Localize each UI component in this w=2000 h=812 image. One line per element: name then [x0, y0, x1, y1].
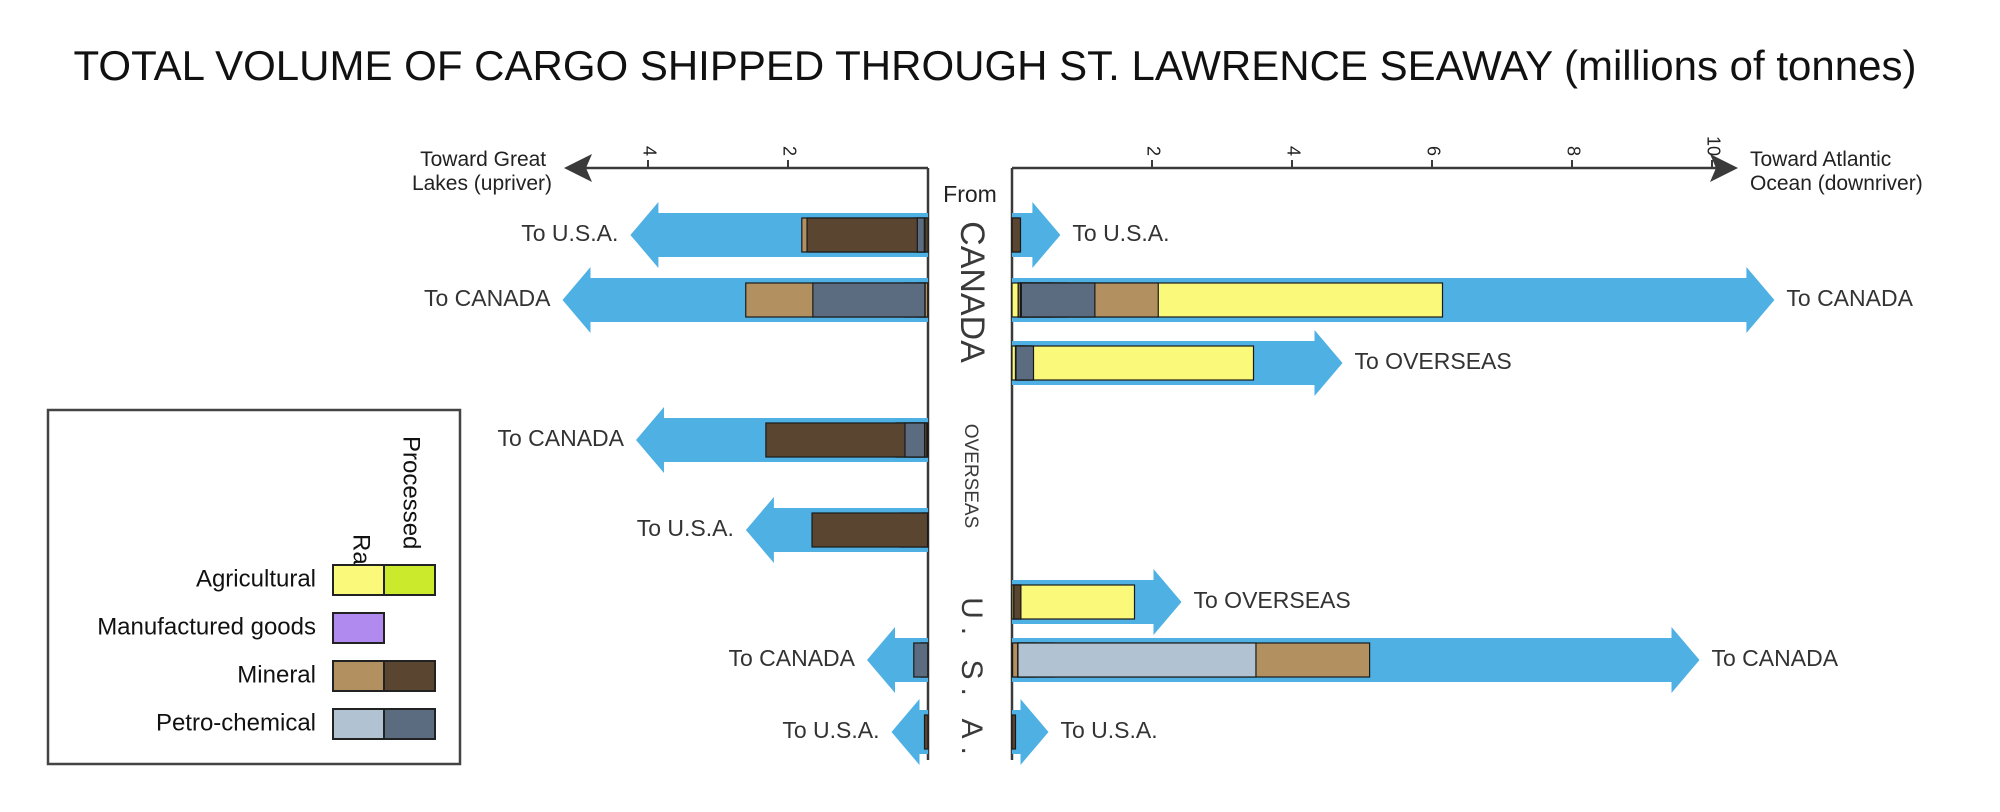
legend-box: [46, 408, 462, 766]
origin-label-usa: U. S. A.: [955, 597, 988, 763]
left-axis: Toward Great Lakes (upriver) 24: [412, 146, 930, 760]
segment-overseas-upriver-to-canada-mineral-proc: [765, 422, 928, 458]
legend-label-agricultural: Agricultural: [196, 565, 316, 592]
legend-swatch-petro-chemical-processed: [383, 708, 436, 740]
legend-swatch-manufactured-goods-raw: [332, 612, 385, 644]
segment-u-s-a-upriver-to-canada-petro-proc: [913, 642, 929, 678]
flow-canada-downriver-to-canada: To CANADA: [1011, 267, 1914, 333]
legend-header-processed: Processed: [398, 436, 425, 549]
chart-title: TOTAL VOLUME OF CARGO SHIPPED THROUGH ST…: [74, 42, 1917, 89]
legend-swatch-mineral-raw: [332, 660, 385, 692]
flow-label-canada-upriver-to-u-s-a-: To U.S.A.: [521, 220, 618, 246]
origin-label-overseas: OVERSEAS: [960, 424, 981, 529]
right-axis-ticks: 2 4 6 8 10: [1143, 136, 1723, 168]
segment-canada-upriver-to-u-s-a--petro-proc: [916, 217, 925, 253]
left-axis-ticks: 24: [639, 146, 799, 168]
right-axis: Toward Atlantic Ocean (downriver) 2 4 6 8 10: [1010, 136, 1923, 760]
flow-arrow-canada-downriver-to-u-s-a-: [1012, 202, 1061, 268]
flow-label-overseas-upriver-to-canada: To CANADA: [497, 425, 624, 451]
segment-u-s-a-downriver-to-canada-petro-raw: [1017, 642, 1257, 678]
legend-swatch-agricultural-raw: [332, 564, 385, 596]
segment-canada-downriver-to-canada-petro-proc: [1020, 282, 1096, 318]
flow-label-canada-upriver-to-canada: To CANADA: [424, 285, 551, 311]
segment-overseas-upriver-to-u-s-a--mineral-proc: [811, 512, 929, 548]
origin-label-canada: CANADA: [953, 221, 991, 363]
flow-u-s-a-upriver-to-canada: To CANADA: [728, 627, 929, 693]
flow-u-s-a-downriver-to-overseas: To OVERSEAS: [1011, 569, 1351, 635]
flow-label-u-s-a-downriver-to-canada: To CANADA: [1712, 645, 1839, 671]
segment-canada-downriver-to-u-s-a--mineral-proc: [1011, 217, 1022, 253]
right-tick-label-6: 6: [1423, 146, 1443, 156]
flow-canada-upriver-to-canada: To CANADA: [424, 267, 929, 333]
flow-arrow-u-s-a-downriver-to-u-s-a-: [1012, 699, 1049, 765]
right-axis-arrowhead: [1710, 154, 1738, 182]
flow-arrow-u-s-a-upriver-to-canada: [867, 627, 928, 693]
flow-overseas-upriver-to-u-s-a-: To U.S.A.: [637, 497, 929, 563]
flow-arrows: To U.S.A. To CANADA To U.S.A. To CANADA To O…: [424, 202, 1914, 765]
legend-label-mineral: Mineral: [237, 661, 316, 688]
segment-canada-upriver-to-u-s-a--mineral-proc: [806, 217, 927, 253]
legend-swatch-petro-chemical-raw: [332, 708, 385, 740]
legend-swatch-mineral-processed: [383, 660, 436, 692]
legend-label-manufactured-goods: Manufactured goods: [97, 613, 316, 640]
segment-u-s-a-downriver-to-overseas-agri-raw: [1011, 584, 1136, 620]
legend-swatch-agricultural-processed: [383, 564, 436, 596]
flow-label-u-s-a-downriver-to-overseas: To OVERSEAS: [1194, 587, 1351, 613]
flow-canada-downriver-to-u-s-a-: To U.S.A.: [1011, 202, 1170, 268]
flow-overseas-upriver-to-canada: To CANADA: [497, 407, 929, 473]
segment-u-s-a-downriver-to-u-s-a--mineral-proc: [1011, 714, 1017, 750]
flow-u-s-a-upriver-to-u-s-a-: To U.S.A.: [782, 699, 929, 765]
right-tick-label-2: 2: [1143, 146, 1163, 156]
left-tick-label-4: 4: [639, 146, 659, 156]
flow-label-u-s-a-upriver-to-canada: To CANADA: [728, 645, 855, 671]
left-tick-label-2: 2: [779, 146, 799, 156]
right-axis-label: Toward Atlantic Ocean (downriver): [1750, 148, 1923, 195]
flow-canada-downriver-to-overseas: To OVERSEAS: [1011, 330, 1512, 396]
legend-label-petro-chemical: Petro-chemical: [156, 709, 316, 736]
right-tick-label-10: 10: [1703, 136, 1723, 156]
segment-canada-upriver-to-canada-petro-proc: [812, 282, 926, 318]
segment-u-s-a-upriver-to-u-s-a--mineral-proc: [923, 714, 929, 750]
right-tick-label-4: 4: [1283, 146, 1303, 156]
flow-label-canada-downriver-to-u-s-a-: To U.S.A.: [1072, 220, 1169, 246]
from-label: From: [943, 181, 997, 207]
segment-canada-downriver-to-overseas-petro-proc: [1015, 345, 1035, 381]
flow-label-overseas-upriver-to-u-s-a-: To U.S.A.: [637, 515, 734, 541]
flow-arrow-u-s-a-upriver-to-u-s-a-: [891, 699, 928, 765]
flow-u-s-a-downriver-to-u-s-a-: To U.S.A.: [1011, 699, 1158, 765]
flow-label-u-s-a-upriver-to-u-s-a-: To U.S.A.: [782, 717, 879, 743]
left-axis-label: Toward Great Lakes (upriver): [412, 148, 552, 195]
segment-overseas-upriver-to-canada-petro-proc: [904, 422, 926, 458]
segment-canada-downriver-to-overseas-agri-raw: [1011, 345, 1255, 381]
left-axis-arrowhead: [564, 154, 592, 182]
flow-label-canada-downriver-to-canada: To CANADA: [1786, 285, 1913, 311]
flow-canada-upriver-to-u-s-a-: To U.S.A.: [521, 202, 929, 268]
flow-label-u-s-a-downriver-to-u-s-a-: To U.S.A.: [1061, 717, 1158, 743]
flow-label-canada-downriver-to-overseas: To OVERSEAS: [1355, 348, 1512, 374]
segment-u-s-a-downriver-to-overseas-mineral-proc: [1013, 584, 1022, 620]
flow-u-s-a-downriver-to-canada: To CANADA: [1011, 627, 1839, 693]
right-tick-label-8: 8: [1563, 146, 1583, 156]
origin-labels: CANADA OVERSEAS U. S. A.: [953, 221, 991, 763]
